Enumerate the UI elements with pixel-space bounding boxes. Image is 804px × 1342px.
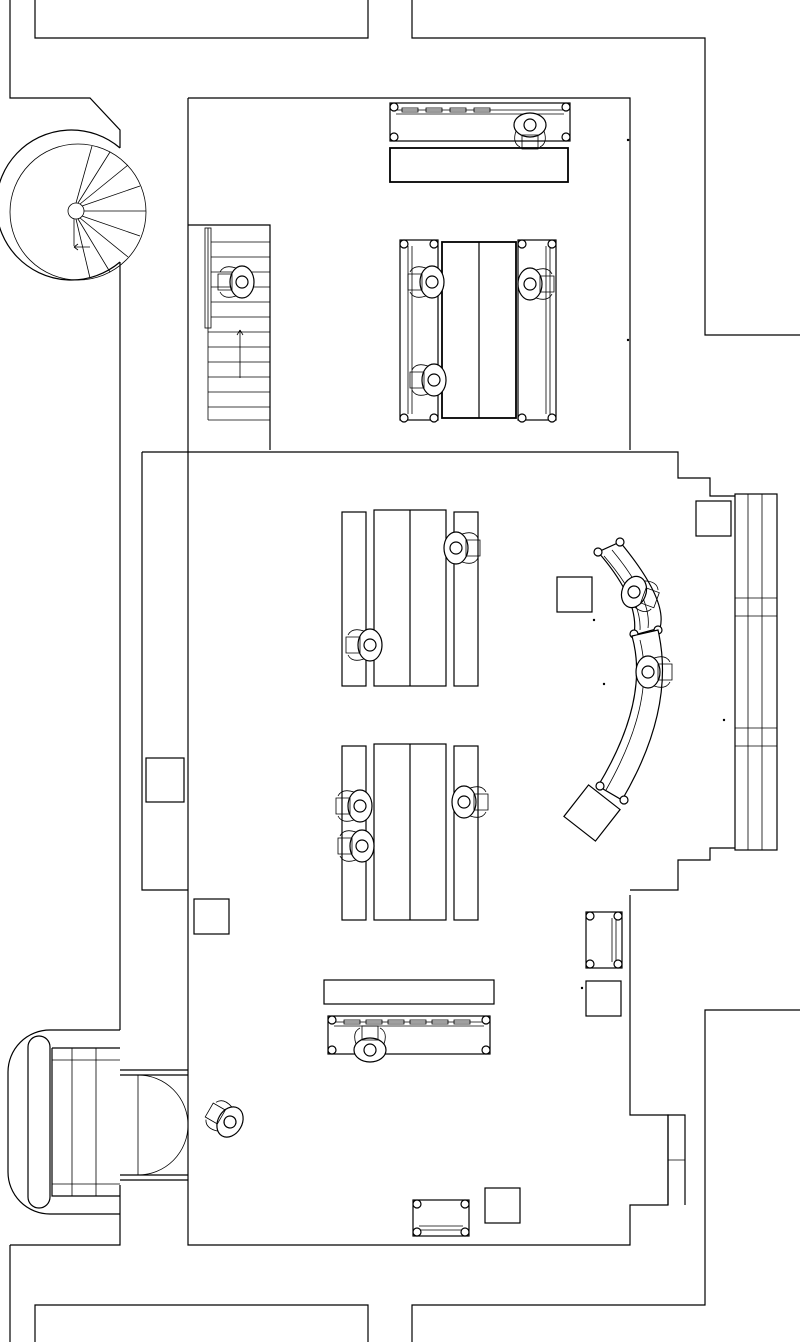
- plinth: [585, 980, 622, 1017]
- wall-bottom-left-inner: [34, 1304, 369, 1342]
- display-table: [323, 979, 495, 1005]
- person: [451, 785, 489, 819]
- straight-staircase: [188, 224, 271, 450]
- plinth: [193, 898, 230, 935]
- door-swing-top: [137, 1074, 189, 1126]
- exterior-stair-rail: [27, 1035, 51, 1209]
- wall-top-left: [9, 0, 121, 148]
- wall-bottom-right: [411, 1009, 800, 1342]
- upper-room-wall: [188, 97, 631, 450]
- table: [441, 241, 517, 419]
- door-swing-bottom: [137, 1124, 189, 1176]
- person: [443, 531, 481, 565]
- plinth: [556, 576, 593, 613]
- plinth: [695, 500, 732, 537]
- hall-top-wall: [142, 451, 735, 497]
- room-left-bottom-wall: [187, 98, 669, 1246]
- plinth: [563, 784, 621, 842]
- spiral-stair-outer: [0, 129, 121, 281]
- bench: [453, 745, 479, 921]
- double-door: [120, 1069, 189, 1181]
- exterior-stair-outer: [7, 1029, 120, 1215]
- display-plinths: [145, 500, 732, 1224]
- straight-stair-treads: [207, 228, 270, 421]
- exterior-stair: [7, 1029, 120, 1215]
- person: [635, 655, 673, 689]
- spiral-stair-inner: [9, 143, 147, 281]
- bench: [412, 1199, 470, 1237]
- hall-right-lower-wall: [630, 847, 735, 891]
- main-hall: [141, 451, 735, 891]
- benches: [327, 102, 664, 1237]
- side-stair-outline: [734, 493, 778, 851]
- wall-bottom-left-b: [10, 1185, 121, 1246]
- bench: [341, 511, 367, 687]
- upper-room: [187, 97, 686, 1246]
- outer-walls: [9, 0, 800, 1342]
- wall-top-right: [411, 0, 800, 336]
- person: [345, 628, 383, 662]
- fixture-dots: [580, 138, 726, 990]
- bench: [585, 911, 623, 969]
- side-stair: [734, 493, 778, 851]
- bench: [517, 239, 557, 423]
- hall-left-recess: [141, 452, 188, 891]
- person: [335, 789, 373, 823]
- bench: [327, 1015, 491, 1055]
- person: [217, 265, 255, 299]
- plinth: [145, 757, 185, 803]
- hall-table-group: [341, 509, 479, 687]
- table: [389, 147, 569, 183]
- person: [200, 1095, 249, 1143]
- plinth: [484, 1187, 521, 1224]
- straight-stair-arrow: [236, 329, 244, 378]
- bench: [453, 511, 479, 687]
- straight-stair-outline: [188, 224, 271, 450]
- person: [337, 829, 375, 863]
- spiral-stair-post: [67, 202, 85, 220]
- spiral-stair-arrow: [73, 243, 90, 251]
- wall-top-left-inner: [34, 0, 369, 39]
- people: [200, 112, 673, 1143]
- spiral-stair-treads: [73, 145, 146, 279]
- person: [513, 112, 547, 150]
- spiral-staircase: [0, 129, 147, 281]
